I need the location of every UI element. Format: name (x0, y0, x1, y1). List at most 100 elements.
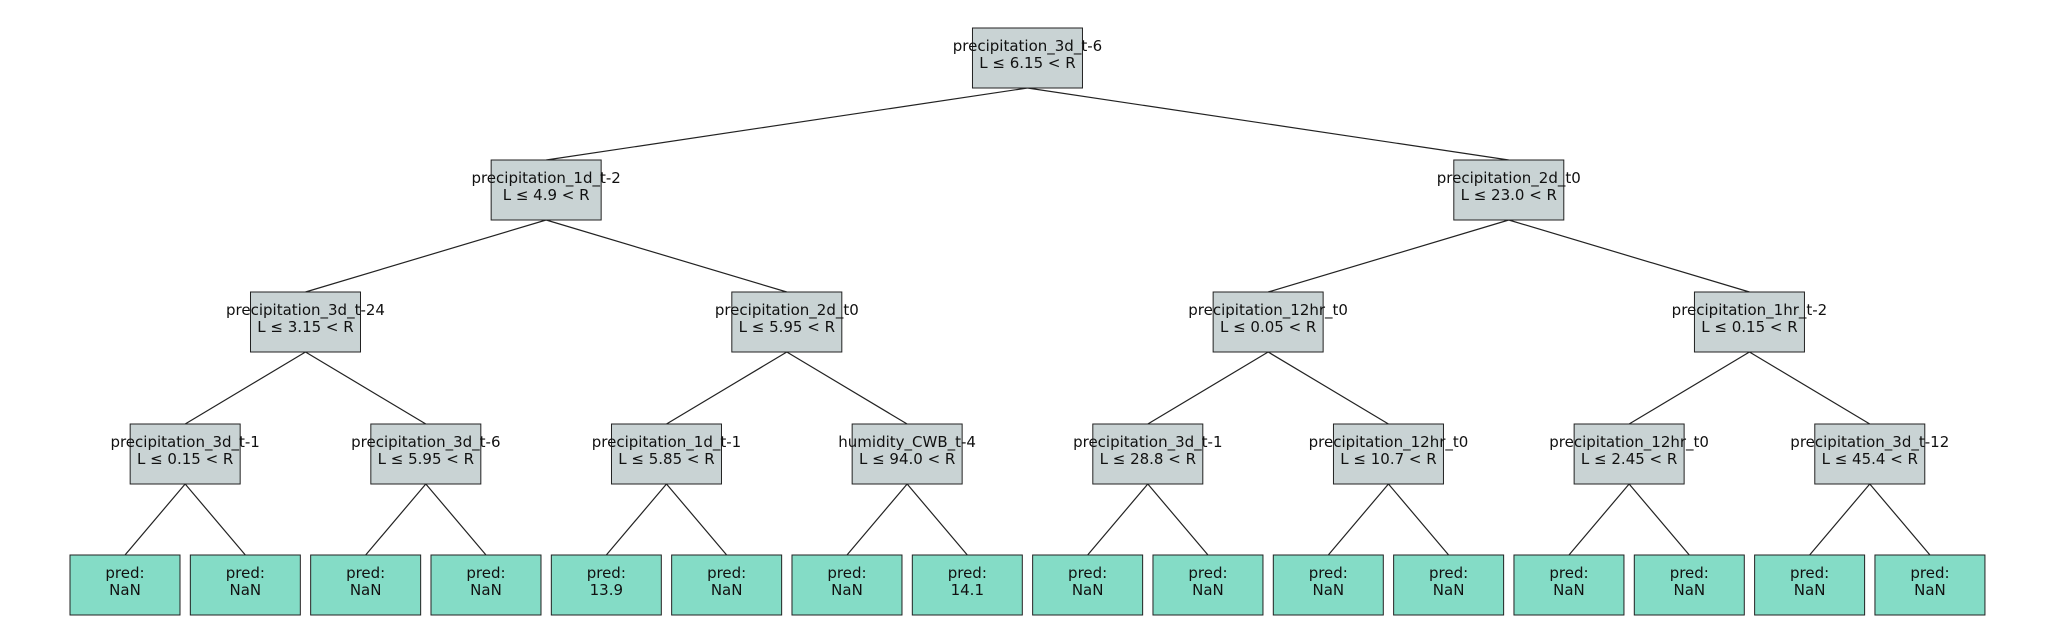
split-node: precipitation_3d_t-1L ≤ 0.15 < R (110, 423, 260, 485)
leaf-line1: pred: (1910, 564, 1949, 582)
split-node: precipitation_3d_t-12L ≤ 45.4 < R (1790, 423, 1949, 485)
leaf-box (1272, 554, 1384, 616)
split-line1: precipitation_12hr_t0 (1188, 301, 1348, 320)
split-node: precipitation_12hr_t0L ≤ 2.45 < R (1549, 423, 1709, 485)
leaf-node: pred:NaN (189, 554, 301, 616)
leaf-node: pred:NaN (1754, 554, 1866, 616)
leaf-line1: pred: (226, 564, 265, 582)
split-box (129, 423, 241, 485)
tree-edge (545, 219, 787, 293)
tree-edge (666, 351, 788, 425)
tree-edge (1749, 351, 1871, 425)
tree-edge (846, 483, 908, 556)
split-node: precipitation_12hr_t0L ≤ 0.05 < R (1188, 291, 1348, 353)
split-line2: L ≤ 94.0 < R (859, 450, 955, 468)
split-line1: precipitation_3d_t-1 (110, 433, 259, 452)
split-line1: precipitation_3d_t-6 (953, 37, 1102, 56)
leaf-line2: NaN (1914, 581, 1946, 599)
split-line2: L ≤ 5.85 < R (618, 450, 714, 468)
leaf-line1: pred: (1429, 564, 1468, 582)
split-node: precipitation_3d_t-6L ≤ 6.15 < R (953, 27, 1102, 89)
leaf-line1: pred: (466, 564, 505, 582)
split-line1: precipitation_1d_t-1 (592, 433, 741, 452)
leaf-box (1032, 554, 1144, 616)
leaf-box (671, 554, 783, 616)
leaf-line1: pred: (1068, 564, 1107, 582)
split-line1: humidity_CWB_t-4 (838, 433, 976, 452)
tree-edge (1568, 483, 1630, 556)
split-node: precipitation_12hr_t0L ≤ 10.7 < R (1309, 423, 1469, 485)
leaf-box (550, 554, 662, 616)
leaf-line1: pred: (1790, 564, 1829, 582)
split-line2: L ≤ 2.45 < R (1581, 450, 1677, 468)
tree-edge (546, 87, 1028, 161)
tree-edge (1809, 483, 1871, 556)
split-box (1693, 291, 1805, 353)
split-line1: precipitation_3d_t-6 (351, 433, 500, 452)
split-box (1453, 159, 1565, 221)
split-node: precipitation_3d_t-1L ≤ 28.8 < R (1073, 423, 1223, 485)
leaf-line1: pred: (827, 564, 866, 582)
leaf-node: pred:NaN (1513, 554, 1625, 616)
leaf-line1: pred: (1309, 564, 1348, 582)
tree-edge (1267, 219, 1509, 293)
split-box (490, 159, 602, 221)
tree-edge (1087, 483, 1149, 556)
leaf-line2: NaN (1072, 581, 1104, 599)
leaf-line2: NaN (470, 581, 502, 599)
tree-edge (124, 483, 186, 556)
leaf-box (1633, 554, 1745, 616)
split-node: precipitation_1d_t-1L ≤ 5.85 < R (592, 423, 741, 485)
split-line1: precipitation_12hr_t0 (1309, 433, 1469, 452)
split-box (971, 27, 1083, 89)
tree-edge (1267, 351, 1389, 425)
tree-edge (1628, 351, 1750, 425)
leaf-box (430, 554, 542, 616)
leaf-node: pred:NaN (1633, 554, 1745, 616)
tree-edge (1869, 483, 1931, 556)
leaf-node: pred:NaN (791, 554, 903, 616)
leaf-box (911, 554, 1023, 616)
split-node: precipitation_2d_t0L ≤ 5.95 < R (715, 291, 859, 353)
tree-edges (124, 87, 1931, 556)
leaf-line1: pred: (105, 564, 144, 582)
tree-edge (605, 483, 667, 556)
tree-edge (1388, 483, 1450, 556)
leaf-line1: pred: (1670, 564, 1709, 582)
split-line2: L ≤ 5.95 < R (378, 450, 474, 468)
leaf-node: pred:NaN (310, 554, 422, 616)
leaf-box (310, 554, 422, 616)
split-line2: L ≤ 45.4 < R (1822, 450, 1918, 468)
split-box (1332, 423, 1444, 485)
tree-edge (184, 483, 246, 556)
split-line2: L ≤ 0.15 < R (1701, 318, 1797, 336)
split-box (370, 423, 482, 485)
leaf-line2: NaN (831, 581, 863, 599)
leaf-line2: NaN (1553, 581, 1585, 599)
leaf-box (69, 554, 181, 616)
leaf-box (1513, 554, 1625, 616)
split-line1: precipitation_3d_t-12 (1790, 433, 1949, 452)
split-line2: L ≤ 6.15 < R (979, 54, 1075, 72)
split-line2: L ≤ 0.05 < R (1220, 318, 1316, 336)
leaf-box (189, 554, 301, 616)
leaf-box (1754, 554, 1866, 616)
leaf-line2: NaN (1794, 581, 1826, 599)
leaf-line1: pred: (707, 564, 746, 582)
split-box (731, 291, 843, 353)
split-node: precipitation_1hr_t-2L ≤ 0.15 < R (1672, 291, 1827, 353)
split-box (1814, 423, 1926, 485)
leaf-node: pred:NaN (1393, 554, 1505, 616)
leaf-line2: NaN (1192, 581, 1224, 599)
leaf-line2: 13.9 (590, 581, 623, 599)
leaf-node: pred:NaN (69, 554, 181, 616)
split-line2: L ≤ 10.7 < R (1340, 450, 1436, 468)
split-node: precipitation_1d_t-2L ≤ 4.9 < R (471, 159, 621, 221)
tree-edge (305, 219, 547, 293)
leaf-line1: pred: (1188, 564, 1227, 582)
split-node: humidity_CWB_t-4L ≤ 94.0 < R (838, 423, 976, 485)
tree-edge (1147, 351, 1269, 425)
leaf-line2: 14.1 (951, 581, 984, 599)
leaf-node: pred:13.9 (550, 554, 662, 616)
split-node: precipitation_3d_t-6L ≤ 5.95 < R (351, 423, 501, 485)
